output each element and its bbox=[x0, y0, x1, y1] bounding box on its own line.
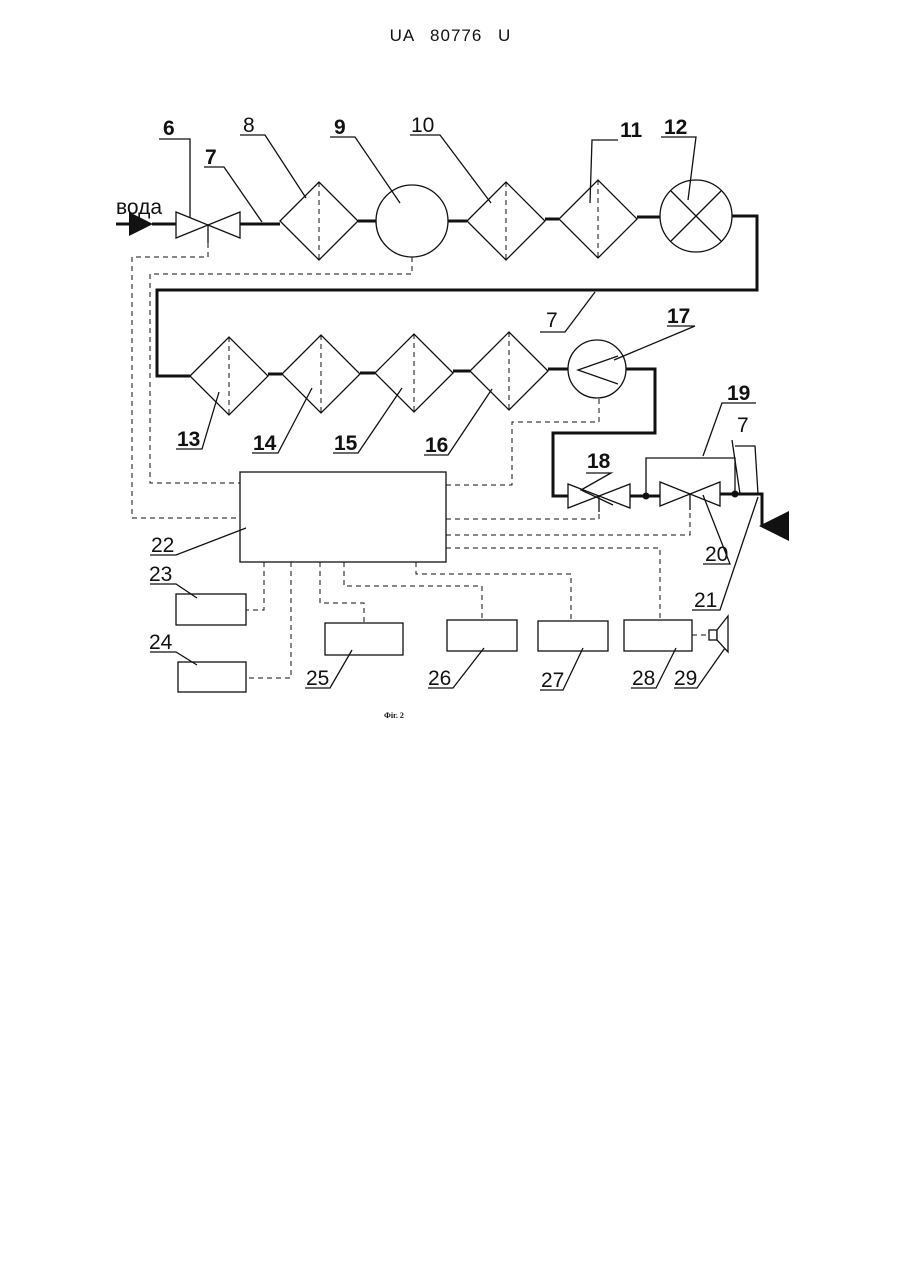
filter-14 bbox=[282, 335, 360, 413]
pipe-return-loop bbox=[157, 216, 757, 376]
label-22: 22 bbox=[151, 534, 174, 557]
label-19: 19 bbox=[727, 382, 750, 405]
label-27: 27 bbox=[541, 669, 564, 692]
label-20: 20 bbox=[705, 543, 728, 566]
label-7b: 7 bbox=[546, 309, 558, 332]
label-18: 18 bbox=[587, 450, 611, 473]
label-12: 12 bbox=[664, 116, 687, 139]
label-21: 21 bbox=[694, 589, 717, 612]
control-unit-22 bbox=[240, 472, 446, 562]
valve-20 bbox=[660, 482, 720, 510]
block-25 bbox=[325, 623, 403, 655]
block-24 bbox=[178, 662, 246, 692]
label-25: 25 bbox=[306, 667, 329, 690]
filter-13 bbox=[190, 337, 268, 415]
figure-caption: Фіг. 2 bbox=[384, 711, 404, 720]
label-8: 8 bbox=[243, 114, 255, 137]
label-15: 15 bbox=[334, 432, 358, 455]
signal-line bbox=[344, 562, 482, 620]
label-24: 24 bbox=[149, 631, 173, 654]
pipe-outlet-end bbox=[720, 494, 762, 526]
label-10: 10 bbox=[411, 114, 434, 137]
signal-line bbox=[446, 510, 690, 535]
inlet-label: вода bbox=[116, 196, 162, 219]
label-7a: 7 bbox=[205, 146, 217, 169]
flow-sensor-17 bbox=[568, 340, 626, 398]
label-17: 17 bbox=[667, 305, 690, 328]
label-6: 6 bbox=[163, 117, 175, 140]
label-29: 29 bbox=[674, 667, 697, 690]
signal-line bbox=[246, 562, 291, 678]
signal-line bbox=[446, 398, 599, 485]
signal-line bbox=[320, 562, 364, 623]
label-9: 9 bbox=[334, 116, 346, 139]
label-28: 28 bbox=[632, 667, 655, 690]
label-11: 11 bbox=[620, 119, 643, 142]
filter-10 bbox=[467, 182, 545, 260]
label-23: 23 bbox=[149, 563, 172, 586]
tank-9 bbox=[376, 185, 448, 257]
signal-line bbox=[446, 512, 599, 519]
label-7c: 7 bbox=[737, 414, 749, 437]
uv-sterilizer-12 bbox=[660, 180, 732, 252]
label-13: 13 bbox=[177, 428, 200, 451]
inlet-valve-6 bbox=[176, 212, 240, 243]
label-14: 14 bbox=[253, 432, 277, 455]
filter-16 bbox=[470, 332, 548, 410]
label-26: 26 bbox=[428, 667, 451, 690]
filter-11 bbox=[559, 180, 637, 258]
block-27 bbox=[538, 621, 608, 651]
block-28 bbox=[624, 620, 692, 651]
label-16: 16 bbox=[425, 434, 448, 457]
filter-8 bbox=[280, 182, 358, 260]
signal-line bbox=[246, 562, 264, 610]
signal-line bbox=[446, 548, 660, 620]
block-23 bbox=[176, 594, 246, 625]
speaker-29 bbox=[709, 616, 728, 652]
filter-15 bbox=[375, 334, 453, 412]
block-26 bbox=[447, 620, 517, 651]
signal-line bbox=[416, 562, 571, 621]
